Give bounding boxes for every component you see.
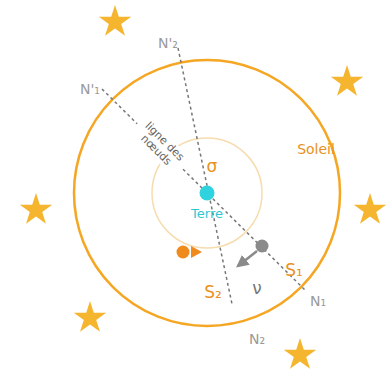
sun-label: Soleil [297, 142, 335, 157]
node-line [102, 89, 306, 291]
sun-orbit [74, 60, 340, 326]
earth-label: Terre [191, 207, 223, 221]
line-label: ligne des nœuds [128, 114, 192, 178]
symbol-label: σ [207, 157, 218, 176]
orange-arrow [191, 246, 202, 258]
node-label: N₁ [310, 294, 326, 309]
node-line-2 [178, 48, 232, 304]
star [354, 193, 386, 224]
stars [20, 5, 386, 369]
node-label: N₂ [249, 332, 265, 347]
star [20, 193, 52, 224]
node-label: N'₁ [80, 82, 100, 97]
grey-dot [256, 240, 269, 253]
earth-dot [200, 186, 215, 201]
star [99, 5, 131, 36]
node-label: N'₂ [158, 36, 178, 51]
position-label: S₁ [285, 261, 303, 280]
star [284, 338, 316, 369]
symbol-label: ν [252, 279, 262, 298]
position-label: S₂ [204, 283, 222, 302]
star [74, 301, 106, 332]
star [331, 65, 363, 96]
nu-arrow [238, 251, 257, 266]
orange-dot [177, 246, 190, 259]
